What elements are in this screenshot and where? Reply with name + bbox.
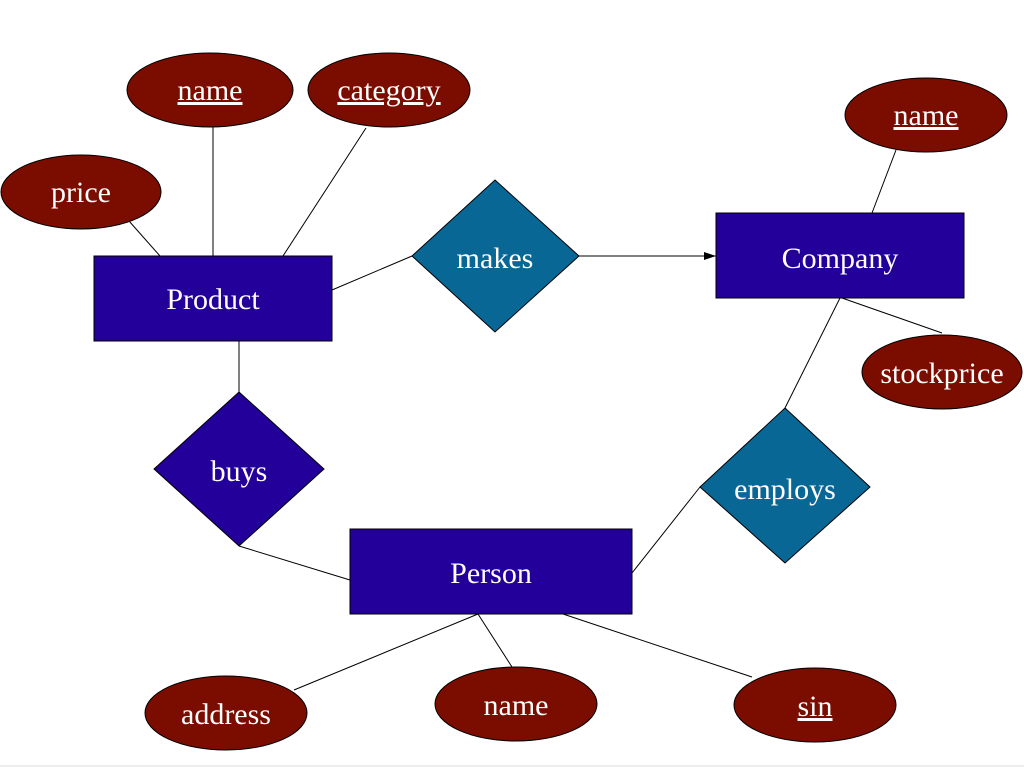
attribute-company-name-shape [844, 77, 1008, 153]
attribute-person-sin-label: sin [797, 690, 832, 723]
attribute-product-name-shape [126, 52, 294, 128]
relationship-employs-label: employs [734, 473, 836, 506]
entity-product: Product [93, 255, 333, 342]
attribute-person-name: name [434, 666, 598, 742]
attribute-company-name: name [844, 77, 1008, 153]
edge-person-sin [562, 613, 753, 678]
relationship-makes: makes [411, 179, 580, 333]
edge-buys-person [238, 545, 351, 581]
entity-person: Person [349, 528, 633, 615]
relationship-employs: employs [699, 407, 871, 564]
attribute-person-address: address [144, 675, 308, 751]
edge-person-name [477, 613, 513, 668]
entity-person-label: Person [450, 557, 532, 590]
edge-product-category [282, 127, 367, 257]
edge-product-makes [331, 255, 413, 291]
attribute-product-price: price [0, 154, 162, 230]
relationship-buys: buys [153, 391, 325, 547]
relationship-makes-label: makes [457, 242, 534, 275]
attribute-company-stockprice-label: stockprice [880, 357, 1003, 390]
entity-company-label: Company [782, 242, 899, 275]
entity-product-box [93, 255, 333, 342]
attribute-company-stockprice: stockprice [861, 334, 1023, 410]
attribute-product-category-shape [307, 52, 471, 128]
connectors [128, 125, 943, 691]
entity-product-label: Product [166, 283, 260, 316]
attribute-person-address-label: address [181, 698, 271, 731]
relationship-buys-shape [153, 391, 325, 547]
entity-company: Company [715, 212, 965, 299]
attribute-person-sin-shape [733, 667, 897, 743]
relationship-employs-shape [699, 407, 871, 564]
entity-company-box [715, 212, 965, 299]
attribute-person-name-label: name [484, 689, 549, 722]
attribute-product-name-label: name [178, 74, 243, 107]
edge-company-name [871, 149, 897, 214]
attribute-product-name: name [126, 52, 294, 128]
attribute-person-name-shape [434, 666, 598, 742]
attribute-product-category: category [307, 52, 471, 128]
entity-person-box [349, 528, 633, 615]
edge-employs-person [631, 486, 701, 574]
attribute-person-sin: sin [733, 667, 897, 743]
attribute-person-address-shape [144, 675, 308, 751]
attribute-product-price-shape [0, 154, 162, 230]
attribute-company-name-label: name [894, 99, 959, 132]
relationship-makes-shape [411, 179, 580, 333]
edge-company-stockprice [841, 297, 943, 334]
relationship-buys-label: buys [211, 455, 268, 488]
attribute-product-category-label: category [337, 74, 440, 107]
attribute-company-stockprice-shape [861, 334, 1023, 410]
edge-person-address [293, 613, 479, 691]
attribute-product-price-label: price [51, 176, 111, 209]
edge-company-employs [784, 297, 841, 409]
edge-product-price [128, 220, 161, 257]
